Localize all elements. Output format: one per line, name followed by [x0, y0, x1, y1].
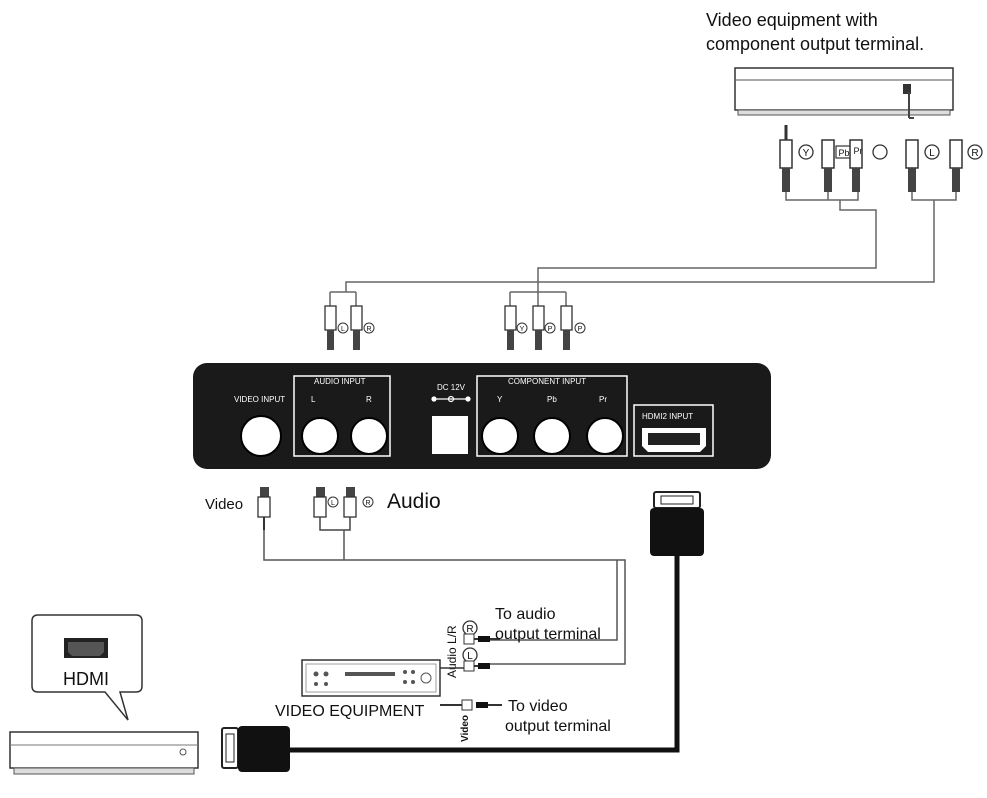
- bottom-r-marker: R: [466, 624, 473, 635]
- lower-audio-r-plug: R: [343, 487, 374, 518]
- video-vertical: Video: [460, 715, 471, 742]
- audio-r-jack: [350, 417, 388, 455]
- panel-video-input-label: VIDEO INPUT: [234, 395, 285, 404]
- top-plug-r-label: R: [971, 148, 978, 159]
- video-equipment-label: VIDEO EQUIPMENT: [275, 703, 425, 720]
- top-device-caption-2: component output terminal.: [706, 34, 924, 54]
- video-input-jack: [240, 415, 282, 457]
- lower-cables: [263, 530, 626, 665]
- mid-plug-pb-label: P: [548, 326, 553, 333]
- panel-comp-y: Y: [497, 395, 503, 404]
- top-plug-y: Y: [779, 125, 814, 192]
- top-plug-pr-label: Pr: [854, 146, 863, 156]
- hdmi-cable-plug-top: [650, 491, 704, 556]
- hdmi-cable: [290, 556, 680, 753]
- panel-audio-l: L: [311, 395, 316, 404]
- mid-plug-l-label: L: [341, 326, 345, 333]
- comp-pr-jack: [586, 417, 624, 455]
- bottom-video-plug: [440, 699, 502, 711]
- mid-plug-r-label: R: [366, 326, 371, 333]
- top-plug-l-label: L: [929, 148, 935, 159]
- bottom-audio-r-plug: [463, 633, 490, 645]
- dc-symbol-icon: [431, 395, 471, 403]
- to-video-line2: output terminal: [505, 718, 611, 735]
- hdmi-source-device: [9, 731, 199, 775]
- to-audio-line1: To audio: [495, 606, 556, 623]
- panel-comp-pr: Pr: [599, 395, 607, 404]
- to-video-line1: To video: [508, 698, 568, 715]
- audio-l-jack: [301, 417, 339, 455]
- comp-y-jack: [481, 417, 519, 455]
- panel-audio-input-label: AUDIO INPUT: [314, 377, 366, 386]
- component-input-box: [476, 375, 628, 457]
- panel-component-input-label: COMPONENT INPUT: [508, 377, 586, 386]
- audio-label: Audio: [387, 490, 441, 513]
- bottom-l-marker: L: [467, 651, 473, 662]
- top-component-device: [734, 67, 954, 116]
- hdmi-callout-label: HDMI: [63, 669, 109, 689]
- bottom-audio-l-plug: [463, 660, 490, 672]
- video-equipment-device: [301, 659, 441, 697]
- mid-plug-pb: P: [532, 292, 556, 350]
- top-device-caption-1: Video equipment with: [706, 10, 878, 30]
- panel-comp-pb: Pb: [547, 395, 557, 404]
- mid-plug-r: R: [350, 292, 375, 350]
- video-label: Video: [205, 496, 243, 513]
- hdmi2-input-box: [633, 404, 714, 457]
- lower-plug-l-label: L: [331, 500, 335, 507]
- mid-plug-y-label: Y: [520, 326, 525, 333]
- comp-pb-jack: [533, 417, 571, 455]
- panel-audio-r: R: [366, 395, 372, 404]
- hdmi-port-icon: [64, 638, 108, 658]
- lower-audio-l-plug: L: [313, 487, 339, 518]
- mid-plug-pr-label: P: [578, 326, 583, 333]
- top-plug-pb-label: Pb: [838, 148, 849, 158]
- mid-plug-pr: P: [560, 292, 586, 350]
- top-plug-pr: Pr: [849, 139, 863, 192]
- lower-plug-r-label: R: [365, 500, 370, 507]
- top-cables: [345, 192, 957, 292]
- dc-jack: [432, 416, 468, 454]
- panel-dc-label: DC 12V: [437, 383, 466, 392]
- audio-lr-vertical: Audio L/R: [445, 625, 459, 678]
- hdmi-callout: HDMI: [31, 614, 143, 721]
- lower-video-plug: [257, 487, 271, 530]
- top-plug-r: R: [949, 139, 983, 192]
- hdmi-cable-plug-bottom: [221, 726, 290, 772]
- top-plug-l: L: [905, 139, 940, 192]
- mid-plug-l: L: [324, 292, 349, 350]
- top-plug-pb: Pb: [821, 139, 853, 192]
- mid-plug-y: Y: [504, 292, 528, 350]
- top-plug-y-label: Y: [803, 148, 810, 159]
- panel-hdmi-input-label: HDMI2 INPUT: [642, 412, 693, 421]
- top-plug-unused: [872, 144, 888, 160]
- to-audio-line2: output terminal: [495, 626, 601, 643]
- audio-input-box: [293, 375, 391, 457]
- rear-panel: VIDEO INPUT AUDIO INPUT L R DC 12V COMPO…: [193, 363, 771, 469]
